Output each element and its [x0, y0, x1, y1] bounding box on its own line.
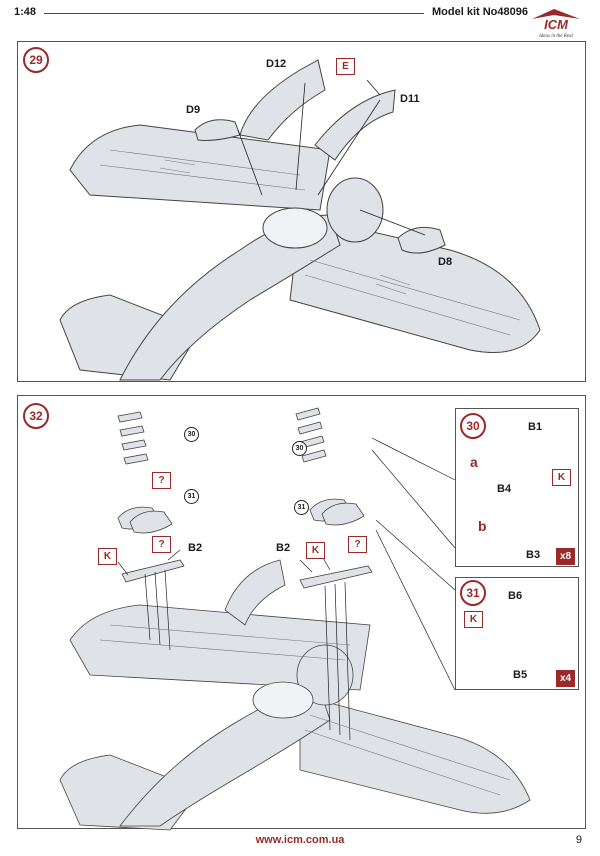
label-d9: D9	[186, 104, 201, 116]
brand-tagline: Ideas in the Real	[538, 34, 573, 39]
step-30-number: 30	[460, 413, 486, 439]
scale-label: 1:48	[14, 6, 37, 18]
engine-cowling	[326, 177, 384, 243]
label-d12: D12	[266, 58, 287, 70]
tag-k-right: K	[306, 542, 325, 559]
tag-k-31: K	[464, 611, 483, 628]
step-32-number: 32	[23, 403, 49, 429]
label-b6: B6	[508, 590, 523, 602]
center-section	[262, 207, 328, 249]
part-d8	[397, 226, 446, 254]
model-kit-label: Model kit No48096	[432, 6, 528, 18]
multiplier-x8: x8	[556, 548, 575, 565]
tag-question-1: ?	[152, 472, 171, 489]
label-b5: B5	[513, 669, 528, 681]
brand-text: ICM	[544, 17, 569, 32]
step-29-number: 29	[23, 47, 49, 73]
ref-31-right: 31	[294, 500, 309, 515]
label-b2-right: B2	[276, 542, 291, 554]
lower-wing-right	[289, 214, 541, 353]
label-b1: B1	[528, 421, 543, 433]
step-31-number: 31	[460, 580, 486, 606]
tag-e: E	[336, 58, 355, 75]
subpart-a: a	[470, 454, 478, 470]
label-b3: B3	[526, 549, 541, 561]
footer-url[interactable]: www.icm.com.ua	[255, 834, 345, 846]
tag-question-2: ?	[152, 536, 171, 553]
tag-k-30: K	[552, 469, 571, 486]
tag-question-3: ?	[348, 536, 367, 553]
ref-31-left: 31	[184, 489, 199, 504]
label-d8: D8	[438, 256, 453, 268]
part-d12	[239, 59, 326, 141]
tag-k-left: K	[98, 548, 117, 565]
multiplier-x4: x4	[556, 670, 575, 687]
label-b4: B4	[497, 483, 512, 495]
label-d11: D11	[400, 93, 420, 105]
upper-wing-left	[69, 124, 331, 211]
header-rule	[44, 13, 424, 14]
page-number: 9	[575, 834, 582, 846]
icm-logo: ICM Ideas in the Real	[532, 9, 580, 39]
label-b2-left: B2	[188, 542, 203, 554]
subpart-b: b	[478, 518, 487, 534]
ref-30-right: 30	[292, 441, 307, 456]
ref-30-left: 30	[184, 427, 199, 442]
